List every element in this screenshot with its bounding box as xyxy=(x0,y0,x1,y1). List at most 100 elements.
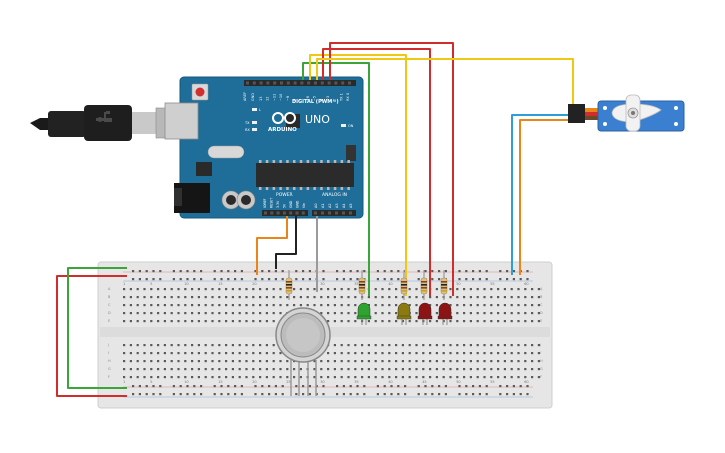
wire-5v-orange[interactable] xyxy=(256,216,288,275)
digital-pin-label: ~10 xyxy=(279,94,283,101)
resistor[interactable] xyxy=(420,270,428,300)
analog-pin-label: A4 xyxy=(342,203,346,208)
column-number: 50 xyxy=(456,282,460,286)
column-number: 40 xyxy=(388,282,392,286)
digital-label: DIGITAL (PWM~) xyxy=(292,99,339,105)
wire-gnd-black[interactable] xyxy=(275,216,297,269)
arduino-logo-text: ARDUINO xyxy=(268,127,297,133)
wires xyxy=(56,42,574,397)
led-green[interactable] xyxy=(356,302,372,325)
wire-servo-orange[interactable] xyxy=(519,119,573,275)
wire-yellow-led[interactable] xyxy=(309,54,407,296)
row-letter: G xyxy=(540,367,543,371)
row-letter: H xyxy=(108,359,111,363)
power-pin-label: GND xyxy=(289,200,293,208)
digital-pin-label: 4 xyxy=(319,98,323,101)
row-letter: C xyxy=(108,303,111,307)
arduino-logo-icon xyxy=(272,112,296,124)
led-tx-icon xyxy=(252,121,257,124)
gas-sensor[interactable] xyxy=(275,307,331,363)
row-letter: F xyxy=(540,375,542,379)
digital-pin-label: 8 xyxy=(293,99,297,101)
gnd-label: GND xyxy=(251,93,255,101)
aref-label: AREF xyxy=(243,92,247,101)
analog-pin-label: A3 xyxy=(335,203,339,208)
crystal-oscillator xyxy=(207,145,245,159)
resistor[interactable] xyxy=(440,270,448,300)
led-rx-icon xyxy=(252,128,257,131)
led-on-icon xyxy=(341,124,346,127)
analog-pin-label: A2 xyxy=(328,203,332,208)
on-label: ON xyxy=(348,124,354,128)
digital-pin-label: TX 1 xyxy=(339,93,343,102)
row-letter: B xyxy=(108,295,111,299)
digital-pin-label: ~9 xyxy=(286,96,290,101)
led-l-icon xyxy=(252,108,257,111)
analog-pin-label: A1 xyxy=(321,203,325,208)
power-label: POWER xyxy=(276,192,293,198)
led-red-2[interactable] xyxy=(437,302,453,325)
wire-servo-blue[interactable] xyxy=(511,114,573,275)
row-letter: I xyxy=(540,351,541,355)
column-number: 5 xyxy=(150,282,152,286)
analog-pin-label: A5 xyxy=(349,203,353,208)
wire-rail-green[interactable] xyxy=(67,267,127,389)
servo-connector xyxy=(568,104,585,123)
column-number: 50 xyxy=(456,380,460,384)
digital-header xyxy=(244,80,356,86)
column-number: 55 xyxy=(490,380,494,384)
led-yellow[interactable] xyxy=(396,302,412,325)
row-letter: I xyxy=(108,351,109,355)
column-number: 10 xyxy=(184,380,188,384)
resistor[interactable] xyxy=(400,270,408,300)
column-number: 60 xyxy=(524,282,528,286)
row-letter: E xyxy=(540,319,542,323)
column-number: 40 xyxy=(388,380,392,384)
led-red-1[interactable] xyxy=(417,302,433,325)
digital-pin-label: ~5 xyxy=(313,96,317,101)
arduino-uno-board[interactable]: DIGITAL (PWM~) ARDUINO UNO ON L TX RX PO… xyxy=(164,76,364,219)
usb-cable[interactable] xyxy=(30,105,189,141)
wire-green-led[interactable] xyxy=(302,62,370,296)
row-letter: H xyxy=(540,359,543,363)
power-pin-label: 3.3V xyxy=(276,200,280,208)
power-pin-label: IOREF xyxy=(263,198,267,208)
atmega-chip xyxy=(256,163,354,187)
power-pin-label: Vin xyxy=(302,203,306,208)
wire-rail-red[interactable] xyxy=(56,275,127,397)
wire-red-led-2[interactable] xyxy=(329,42,454,296)
column-number: 55 xyxy=(490,282,494,286)
row-letter: F xyxy=(108,375,110,379)
digital-pin-label: 13 xyxy=(259,97,263,101)
power-pin-label: 5V xyxy=(283,203,287,208)
resistors xyxy=(285,270,448,300)
servo-motor[interactable] xyxy=(568,94,685,132)
usb-b-port xyxy=(164,102,199,140)
row-letter: B xyxy=(540,295,543,299)
column-number: 1 xyxy=(123,282,125,286)
analog-pin-label: A0 xyxy=(314,203,318,208)
wire-servo-signal[interactable] xyxy=(316,58,574,110)
wire-red-led-1[interactable] xyxy=(322,48,431,296)
leds xyxy=(356,302,453,325)
resistor[interactable] xyxy=(358,270,366,300)
column-number: 20 xyxy=(252,380,256,384)
analog-header xyxy=(312,210,356,216)
resistor[interactable] xyxy=(285,270,293,300)
uno-label: UNO xyxy=(305,113,330,126)
column-number: 30 xyxy=(320,380,324,384)
column-number: 15 xyxy=(218,282,222,286)
column-number: 20 xyxy=(252,282,256,286)
row-letter: E xyxy=(108,319,110,323)
row-letter: J xyxy=(107,343,109,347)
digital-pin-label: 7 xyxy=(299,99,303,101)
digital-pin-label: ~11 xyxy=(272,94,276,101)
column-number: 5 xyxy=(150,380,152,384)
power-pin-label: RESET xyxy=(270,198,274,208)
column-number: 10 xyxy=(184,282,188,286)
rx-label: RX xyxy=(245,128,250,132)
tx-label: TX xyxy=(244,121,250,125)
digital-pin-label: 2 xyxy=(333,99,337,101)
